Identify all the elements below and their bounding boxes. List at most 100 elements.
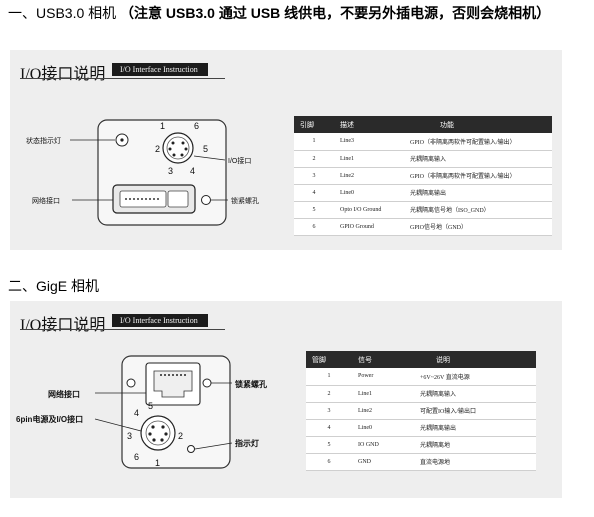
gige-camera-back-diagram (94, 355, 233, 469)
io-pin-dot (172, 153, 176, 157)
table-header-description: 说明 (414, 351, 536, 368)
lock-screw-icon (201, 195, 211, 205)
section1-heading-prefix: 一、USB3.0 相机 (8, 5, 121, 21)
lock-screw-icon (126, 378, 136, 388)
table-header-pin: 管脚 (306, 351, 352, 368)
section1-heading-note: （注意 USB3.0 通过 USB 线供电，不要另外插电源，否则会烧相机） (120, 5, 551, 21)
network-port-label: 网络接口 (48, 390, 80, 399)
pin-number: 1 (160, 121, 166, 131)
io-pin-dot (171, 141, 175, 145)
network-port-label: 网络接口 (32, 198, 60, 205)
status-led-label: 状态指示灯 (26, 138, 61, 145)
io-pin-dot (168, 147, 172, 151)
io-connector-inner-ring (166, 136, 190, 160)
pin-cell: 2 (306, 385, 352, 403)
pin-cell: 4 (306, 419, 352, 437)
pin-number: 3 (168, 166, 174, 176)
description-cell: 光耦隔离地 (414, 436, 536, 454)
power-io-label: 6pin电源及I/O接口 (16, 415, 84, 424)
indicator-label: 指示灯 (235, 439, 259, 448)
signal-cell: Line0 (352, 419, 414, 437)
signal-cell: Power (352, 368, 414, 386)
section1-heading: 一、USB3.0 相机 （注意 USB3.0 通过 USB 线供电，不要另外插电… (8, 4, 588, 22)
pin-number: 5 (203, 144, 209, 154)
table-header-pin: 引脚 (294, 116, 334, 133)
usb3-port-right-slot (167, 190, 189, 208)
power-io-pin-dot (164, 432, 168, 436)
pin-number: 4 (134, 408, 140, 418)
function-cell: 光耦隔离信号地（ISO_GND） (404, 201, 552, 219)
pin-cell: 2 (294, 150, 334, 168)
io-title-en-ribbon: I/O Interface Instruction (112, 314, 208, 327)
lock-screw-label: 锁紧螺孔 (231, 198, 259, 205)
description-cell: Line0 (334, 184, 404, 202)
section2-heading: 二、GigE 相机 (8, 278, 100, 294)
description-cell: Line3 (334, 133, 404, 151)
function-cell: 光耦隔离输入 (404, 150, 552, 168)
power-io-pin-dot (161, 425, 165, 429)
table-header-function: 功能 (404, 116, 552, 133)
pin-number: 2 (178, 431, 184, 441)
description-cell: Line1 (334, 150, 404, 168)
io-title-en-ribbon: I/O Interface Instruction (112, 63, 208, 76)
ethernet-socket-icon (153, 370, 193, 398)
power-io-connector-inner-ring (145, 420, 171, 446)
indicator-leader-line (194, 442, 233, 450)
pin-number: 6 (134, 452, 140, 462)
description-cell: 直流电源地 (414, 453, 536, 471)
usb3-camera-back-diagram (70, 119, 228, 226)
table-header-description: 描述 (334, 116, 404, 133)
indicator-led-icon (187, 445, 195, 453)
pin-number: 6 (194, 121, 200, 131)
pin-number: 3 (127, 431, 133, 441)
pin-cell: 1 (294, 133, 334, 151)
usb3-io-panel: I/O接口说明 I/O Interface Instruction 状态指示灯 … (10, 50, 562, 250)
pin-cell: 6 (306, 453, 352, 471)
table-header-row: 引脚 描述 功能 (294, 116, 552, 133)
function-cell: 光耦隔离输出 (404, 184, 552, 202)
pin-cell: 5 (306, 436, 352, 454)
status-led-dot (120, 138, 124, 142)
description-cell: GPIO Ground (334, 218, 404, 236)
pin-cell: 3 (294, 167, 334, 185)
pin-cell: 3 (306, 402, 352, 420)
signal-cell: GND (352, 453, 414, 471)
io-port-label: I/O接口 (228, 158, 252, 165)
signal-cell: Line1 (352, 385, 414, 403)
pin-cell: 5 (294, 201, 334, 219)
gige-io-panel: I/O接口说明 I/O Interface Instruction 网络接口 锁… (10, 301, 562, 498)
io-connector-icon (162, 132, 194, 164)
power-io-leader-line (94, 418, 142, 432)
description-cell: 光耦隔离输入 (414, 385, 536, 403)
io-pin-dot (180, 153, 184, 157)
table-header-row: 管脚 信号 说明 (306, 351, 536, 368)
function-cell: GPIO信号地（GND） (404, 218, 552, 236)
pin-cell: 1 (306, 368, 352, 386)
pin-cell: 6 (294, 218, 334, 236)
pin-number: 1 (155, 458, 161, 468)
description-cell: 光耦隔离输出 (414, 419, 536, 437)
function-cell: GPIO（非隔离两软件可配置输入/输出） (404, 133, 552, 151)
io-port-leader-line (193, 155, 226, 161)
io-pin-dot (181, 141, 185, 145)
function-cell: GPIO（非隔离两软件可配置输入/输出） (404, 167, 552, 185)
io-title-underline (20, 329, 225, 330)
pin-number: 2 (155, 144, 161, 154)
io-pin-dot (184, 147, 188, 151)
pin-number: 5 (148, 401, 154, 411)
description-cell: Opto I/O Ground (334, 201, 404, 219)
signal-cell: IO GND (352, 436, 414, 454)
